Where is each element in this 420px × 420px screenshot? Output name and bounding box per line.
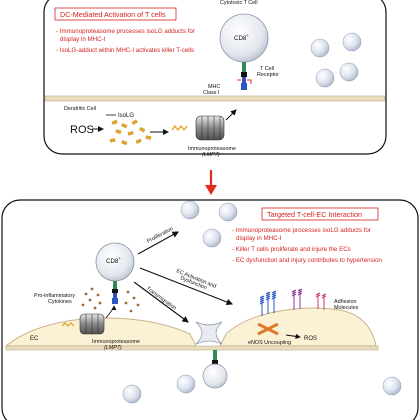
enos-uncoupling-icon bbox=[257, 322, 279, 336]
emerging-t-cell bbox=[202, 350, 228, 389]
bottom-lmp7-label: (LMP7) bbox=[104, 345, 122, 351]
proliferation-arrow bbox=[137, 231, 179, 255]
bottom-immunoproteasome bbox=[79, 313, 105, 335]
top-bullet-3: - IsoLG-adduct within MHC-I activates ki… bbox=[56, 47, 194, 54]
enos-to-ros-arrow bbox=[285, 333, 301, 340]
top-cd8-label: CD8+ bbox=[234, 33, 249, 42]
isolg-label: IsoLG bbox=[118, 113, 134, 119]
top-immunoproteasome-label: Immunoproteasome bbox=[188, 146, 236, 152]
adhesion-molecules bbox=[259, 288, 327, 316]
proteasome-to-mhc-arrow bbox=[225, 109, 237, 121]
cytokines-label-2: Cytokines bbox=[48, 299, 72, 305]
transmigrating-cell bbox=[195, 321, 223, 345]
bottom-bullet-2: display in MHC-I bbox=[236, 235, 282, 242]
bottom-title-box: Targeted T-cell-EC Interaction bbox=[261, 207, 379, 221]
top-bullet-2: display in MHC-I bbox=[60, 36, 106, 43]
dendritic-cell-membrane bbox=[44, 95, 386, 102]
ec-activation-arrow bbox=[139, 267, 234, 306]
bottom-bullet-4: - EC dysfunction and injury contributes … bbox=[232, 257, 383, 264]
ec-label: EC bbox=[30, 336, 39, 342]
tcr-label-2: Receptor bbox=[257, 72, 279, 78]
top-panel-frame bbox=[43, 0, 387, 155]
top-bullet-1: - Immunoproteasome processes isoLG adduc… bbox=[56, 28, 195, 35]
bottom-bullet-3: - Killer T cells proliferate and injure … bbox=[232, 246, 351, 253]
bottom-peptide-chain bbox=[61, 322, 75, 327]
tcr-label-1: T Cell bbox=[260, 66, 274, 72]
adhesion-label-1: Adhesion bbox=[334, 299, 356, 305]
top-panel-title: DC-Mediated Activation of T cells bbox=[60, 10, 166, 19]
top-ros-label: ROS bbox=[70, 124, 94, 136]
enos-label: eNOS Uncoupling bbox=[248, 340, 291, 346]
mhc-label-2: Class I bbox=[203, 90, 219, 96]
cytokine-dots bbox=[81, 287, 140, 313]
bottom-bullet-1: - Immunoproteasome processes isoLG adduc… bbox=[232, 227, 371, 234]
top-title-box: DC-Mediated Activation of T cells bbox=[54, 7, 177, 21]
basement-membrane bbox=[5, 345, 379, 351]
mhc-label-1: MHC bbox=[208, 84, 220, 90]
right-endothelial-cell bbox=[219, 307, 377, 347]
bottom-bubbles bbox=[122, 374, 402, 404]
cytotoxic-t-cell-label: Cytotoxic T Cell bbox=[220, 0, 258, 6]
bottom-panel-title: Targeted T-cell-EC Interaction bbox=[267, 210, 362, 219]
panel-connector-arrow bbox=[205, 170, 217, 195]
top-peptide-chain bbox=[171, 124, 188, 132]
adhesion-label-2: Molecules bbox=[334, 305, 359, 311]
transmigration-arrow bbox=[133, 281, 189, 323]
top-lmp7-label: (LMP7) bbox=[202, 152, 220, 158]
bottom-tcr-complex bbox=[112, 281, 118, 304]
bottom-ros-label: ROS bbox=[304, 336, 317, 342]
top-immunoproteasome bbox=[195, 115, 225, 141]
proliferation-bubbles bbox=[180, 200, 238, 248]
bottom-cd8-label: CD8+ bbox=[106, 256, 121, 265]
isolg-adducts bbox=[109, 119, 152, 146]
bottom-immunoproteasome-label: Immunoproteasome bbox=[92, 339, 140, 345]
proteasome-to-tcell-arrow bbox=[105, 305, 117, 319]
top-bubbles bbox=[310, 32, 362, 88]
top-tcr-complex bbox=[237, 62, 252, 90]
dendritic-cell-label: Dendritic Cell bbox=[64, 106, 96, 112]
cytokines-label-1: Pro-inflammatory bbox=[34, 293, 75, 299]
